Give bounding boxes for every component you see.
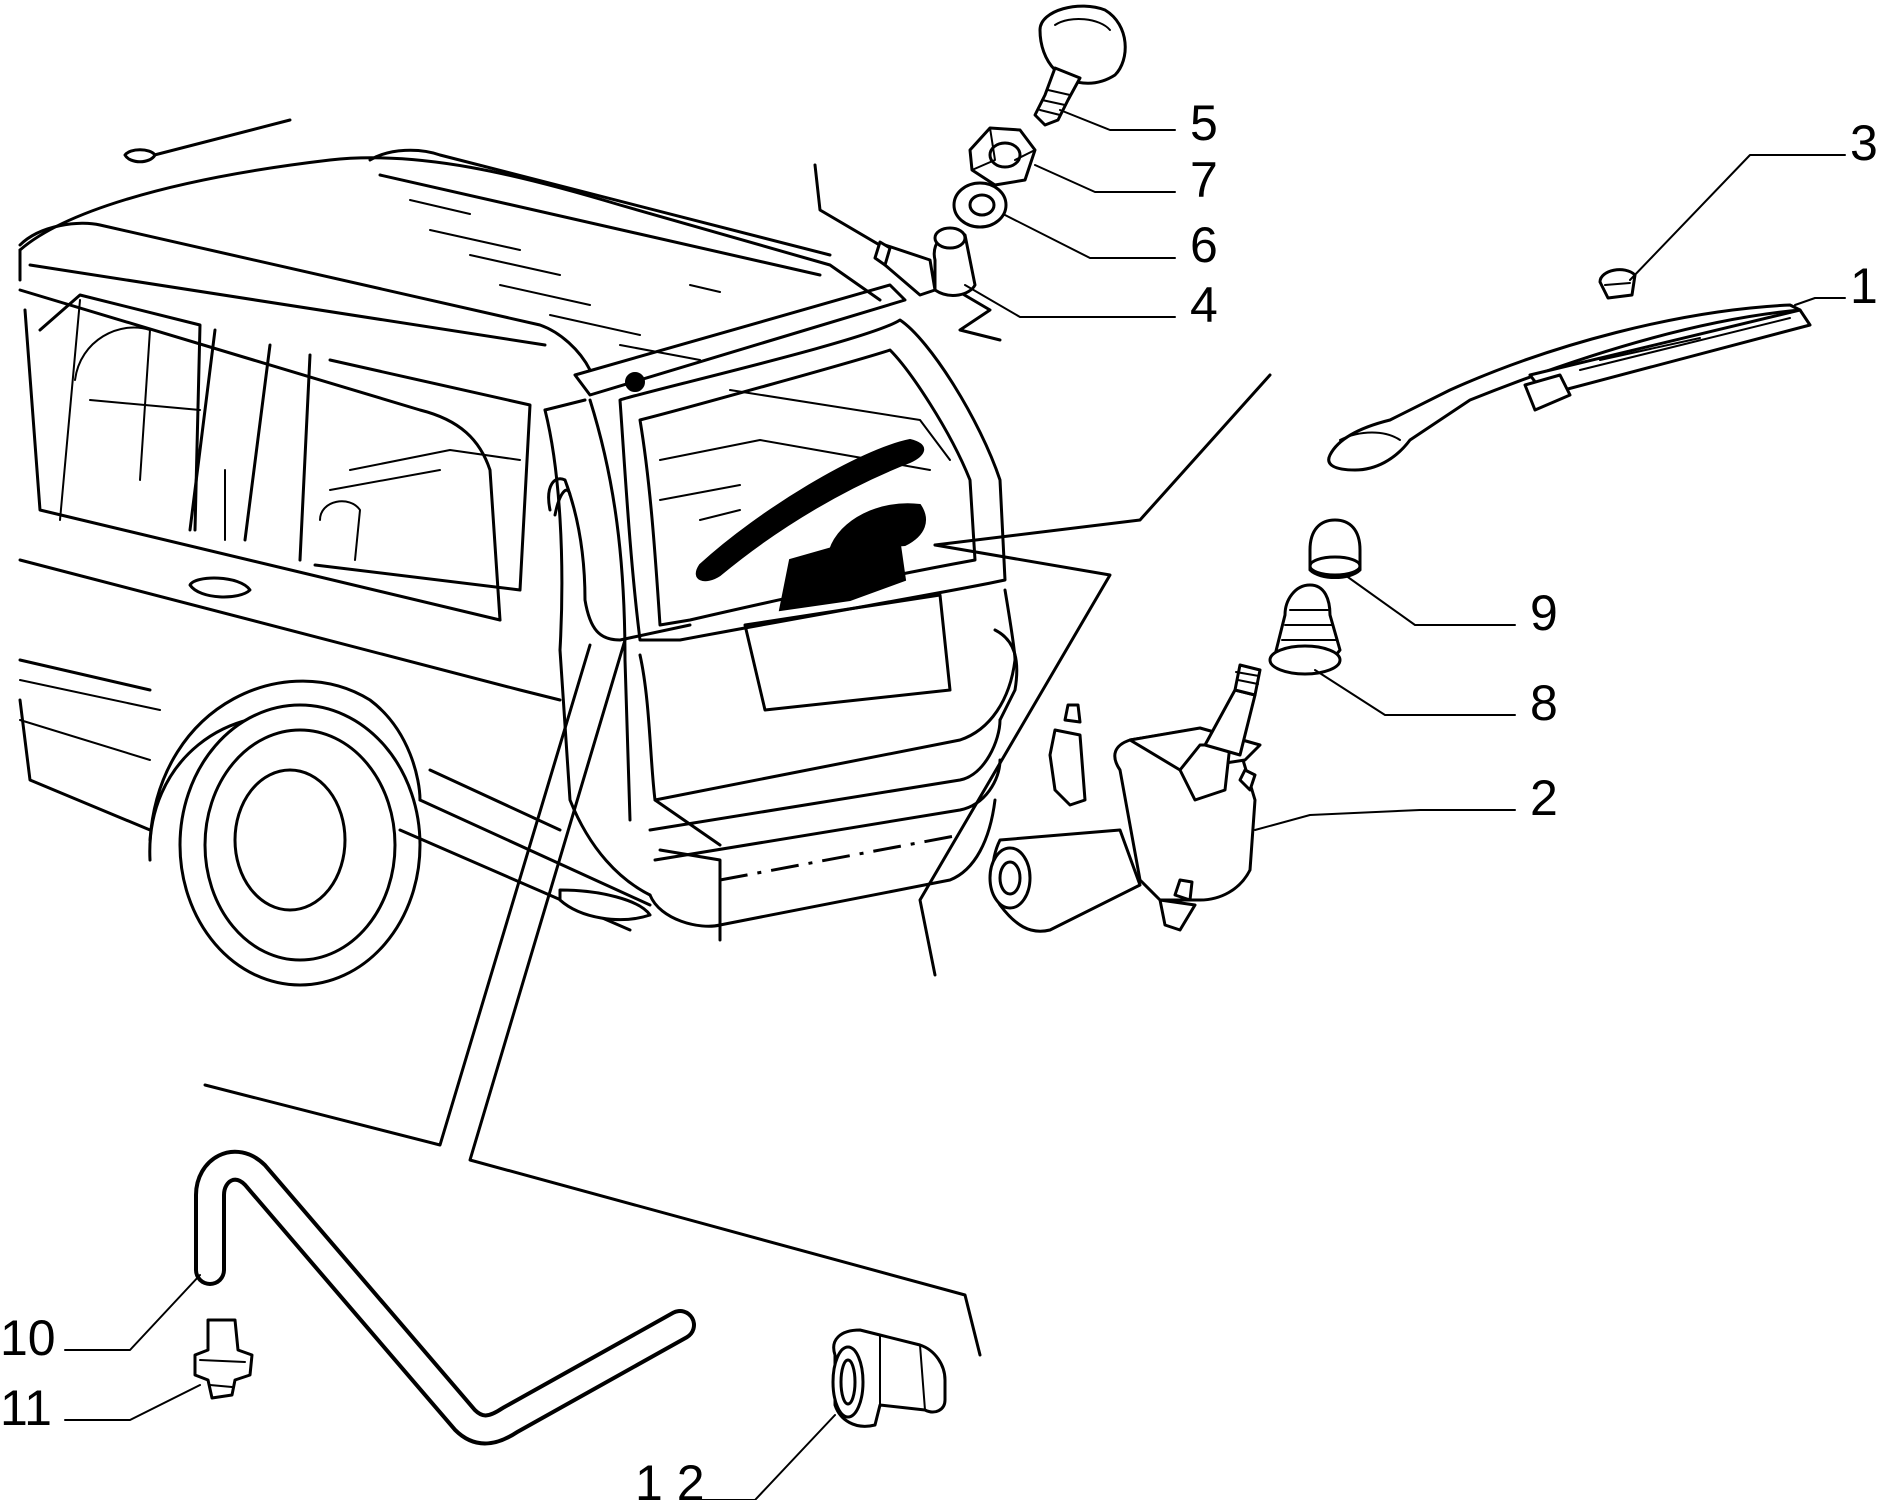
callout-12: 1 2 xyxy=(635,1455,705,1500)
callout-1: 1 xyxy=(1850,258,1878,314)
washer-hose-part xyxy=(194,1149,696,1446)
cable-grommet-part xyxy=(831,1328,947,1428)
callout-labels: 5 7 6 4 3 1 9 8 2 10 11 1 2 xyxy=(0,95,1878,1500)
rubber-boot-part xyxy=(1268,583,1342,676)
callout-11: 11 xyxy=(0,1380,52,1436)
wiper-on-glass xyxy=(695,438,925,582)
callout-8: 8 xyxy=(1530,675,1558,731)
small-nut-part xyxy=(1598,268,1637,300)
callout-3: 3 xyxy=(1850,115,1878,171)
callout-5: 5 xyxy=(1190,95,1218,151)
callout-7: 7 xyxy=(1190,152,1218,208)
station-wagon-body xyxy=(18,118,1019,987)
callout-10: 10 xyxy=(0,1310,56,1366)
wiper-arm-part xyxy=(1327,303,1812,472)
washer-nozzle-part xyxy=(1033,4,1127,127)
section-leader-lines xyxy=(203,163,1272,1357)
callout-4: 4 xyxy=(1190,277,1218,333)
washer-nozzle-dot xyxy=(625,372,645,392)
wiper-motor-part xyxy=(988,663,1262,933)
gasket-ring-part xyxy=(952,181,1008,229)
hex-nut-part xyxy=(968,126,1037,187)
grommet-cap-part xyxy=(1308,518,1362,579)
hose-connector-part xyxy=(193,1318,254,1400)
callout-6: 6 xyxy=(1190,217,1218,273)
callout-9: 9 xyxy=(1530,585,1558,641)
callout-2: 2 xyxy=(1530,770,1558,826)
elbow-connector-part xyxy=(873,226,977,297)
callout-leader-lines xyxy=(64,109,1846,1500)
